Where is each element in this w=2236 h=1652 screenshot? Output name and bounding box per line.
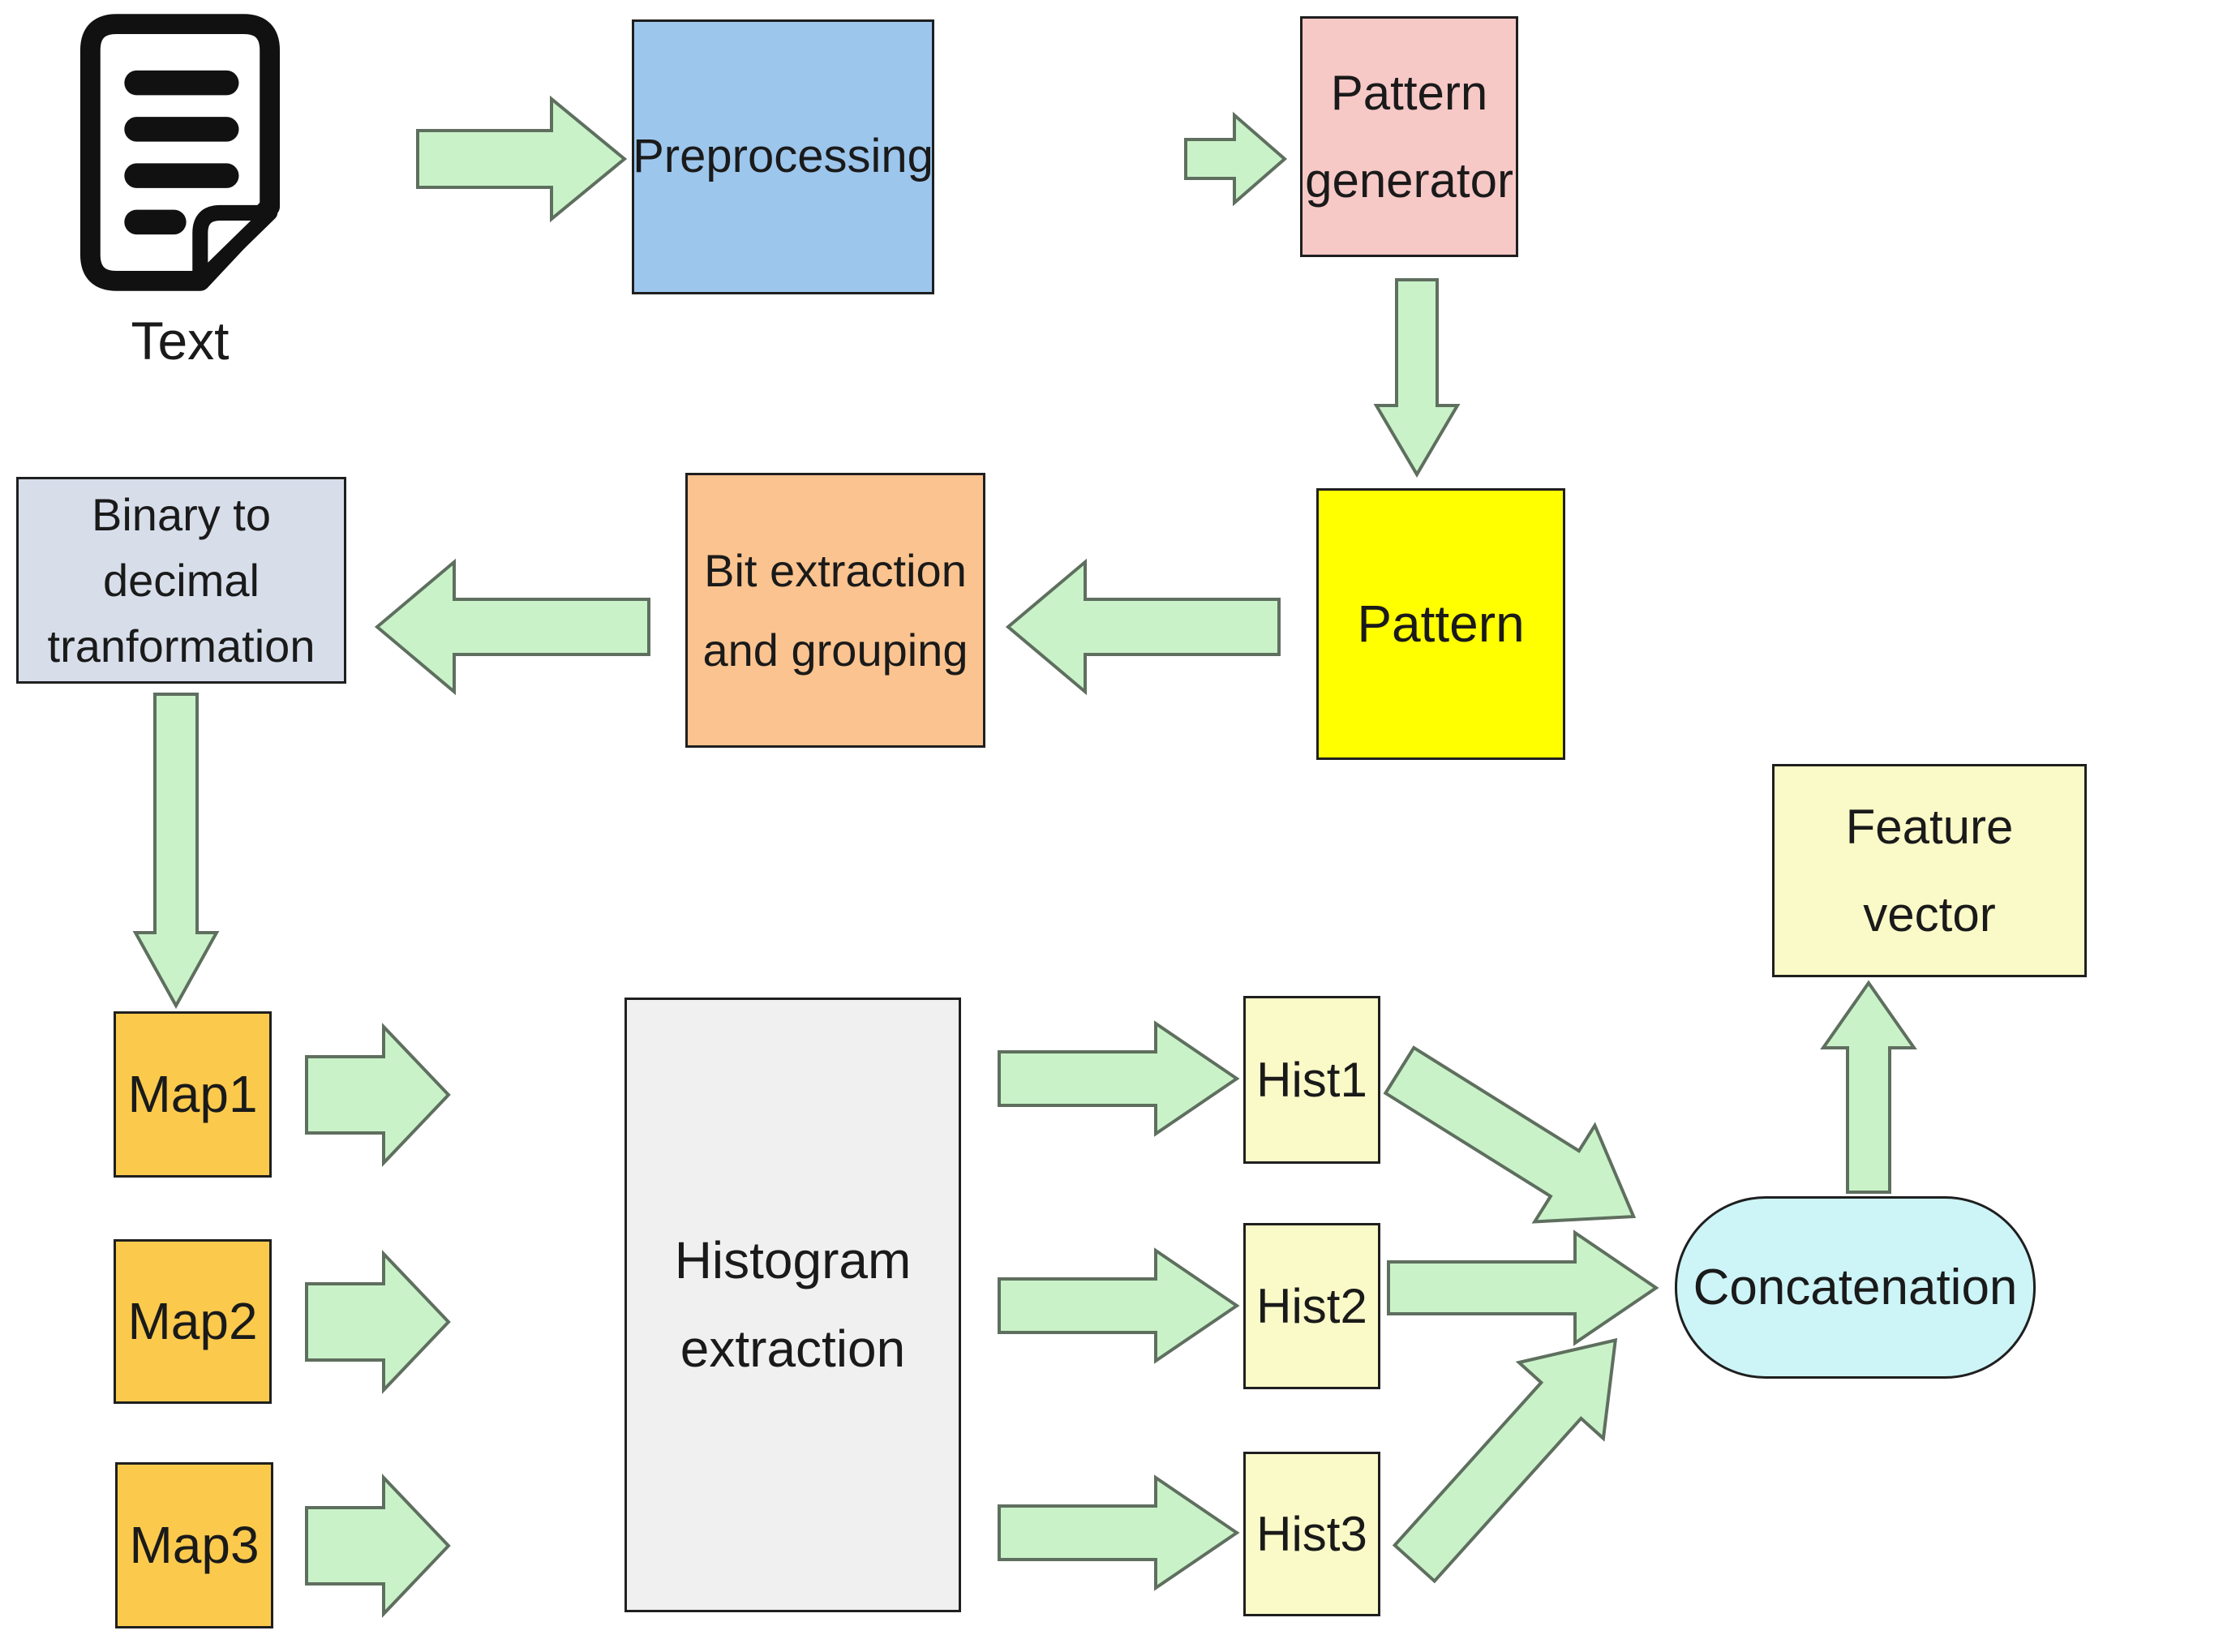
arrow-bit-extraction-to-binary [374,558,650,696]
arrow-map3-to-histogram [305,1474,451,1618]
arrow-histogram-to-hist1 [998,1020,1240,1137]
bit-extraction-box: Bit extraction and grouping [685,473,985,748]
arrow-histogram-to-hist3 [998,1474,1240,1591]
arrow-hist3-to-concatenation [1392,1337,1618,1584]
arrow-preprocessing-to-pattern-generator [1184,111,1288,207]
map1-box: Map1 [114,1011,272,1178]
arrow-binary-to-map1 [132,693,220,1010]
arrow-concatenation-to-feature-vector [1820,980,1917,1194]
pattern-generator-box: Pattern generator [1300,16,1518,257]
preprocessing-box: Preprocessing [632,19,934,294]
text-input-label: Text [131,311,230,371]
arrow-hist1-to-concatenation [1383,1045,1637,1224]
arrow-map2-to-histogram [305,1250,451,1394]
arrow-map1-to-histogram [305,1023,451,1167]
hist3-box: Hist3 [1243,1452,1380,1616]
arrow-pattern-to-bit-extraction [1005,558,1281,696]
map3-box: Map3 [115,1462,273,1628]
feature-vector-box: Feature vector [1772,764,2087,977]
arrow-histogram-to-hist2 [998,1247,1240,1364]
arrow-pattern-generator-to-pattern [1373,278,1461,478]
concatenation-pill: Concatenation [1675,1196,2036,1379]
hist1-box: Hist1 [1243,996,1380,1164]
text-document-icon [79,14,281,291]
arrow-text-to-preprocessing [416,95,628,223]
map2-box: Map2 [114,1239,272,1404]
binary-to-decimal-box: Binary to decimal tranformation [16,477,346,684]
hist2-box: Hist2 [1243,1223,1380,1389]
arrow-hist2-to-concatenation [1387,1229,1659,1346]
histogram-extraction-box: Histogram extraction [624,998,961,1612]
pattern-box: Pattern [1316,488,1565,760]
